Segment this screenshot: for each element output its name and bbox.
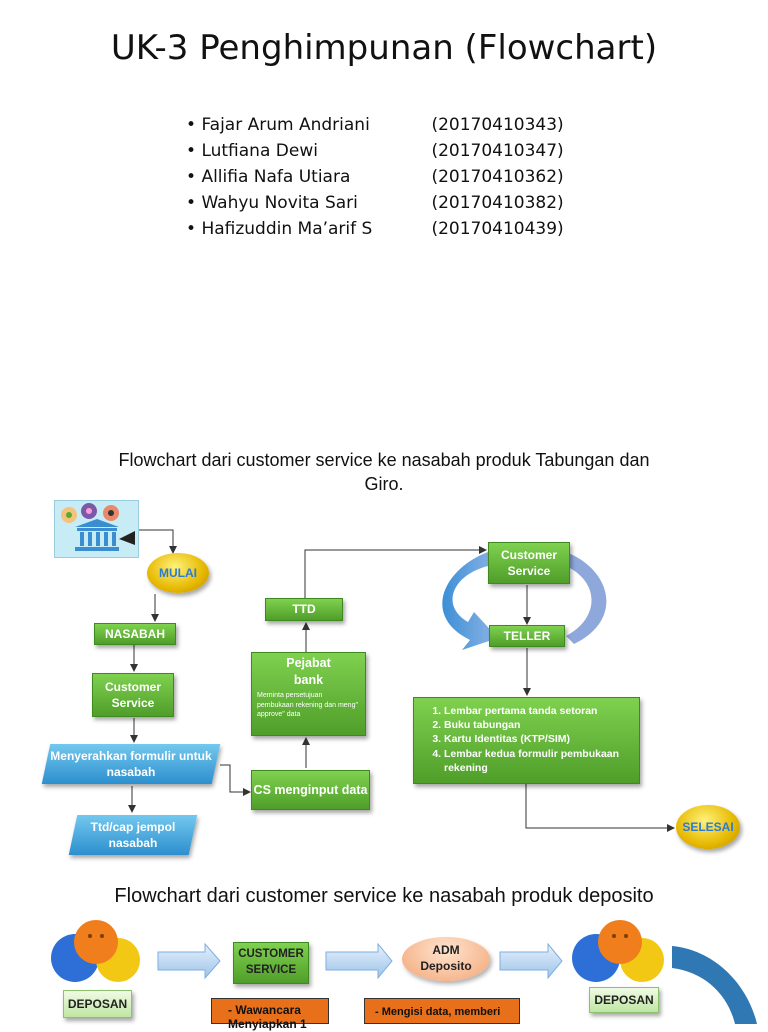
ttd-cap-label: Ttd/cap jempol nasabah [90, 819, 176, 850]
member-id: (20170410347) [431, 141, 564, 161]
nasabah-box: NASABAH [94, 623, 176, 645]
ttd-label: TTD [292, 602, 316, 617]
member-row: • Hafizuddin Ma’arif S(20170410439) [186, 219, 564, 239]
customer-service-box-left: Customer Service [92, 673, 174, 717]
deposan-box-right: DEPOSAN [589, 987, 659, 1013]
customer-service-box-right: Customer Service [488, 542, 570, 584]
nasabah-label: NASABAH [105, 626, 165, 641]
customer-service-label: Customer Service [104, 679, 161, 710]
document-item: Lembar kedua formulir pembukaan rekening [444, 747, 631, 775]
cs-menginput-label: CS menginput data [253, 782, 368, 797]
note-callout-adm: - Mengisi data, memberi [364, 998, 520, 1024]
menyerahkan-formulir-io: Menyerahkan formulir untuk nasabah [41, 744, 221, 784]
documents-list: Lembar pertama tanda setoran Buku tabung… [422, 704, 631, 775]
member-id: (20170410343) [431, 115, 564, 135]
selesai-label: SELESAI [682, 820, 734, 834]
customer-service-2-label: CUSTOMER SERVICE [238, 948, 304, 976]
document-item: Buku tabungan [444, 718, 631, 732]
note-adm-text: - Mengisi data, memberi [375, 1006, 501, 1018]
mulai-label: MULAI [159, 566, 197, 580]
cs-menginput-box: CS menginput data [251, 770, 370, 810]
page-title: UK-3 Penghimpunan (Flowchart) [110, 28, 658, 68]
member-name: Allifia Nafa Utiara [201, 167, 351, 187]
curved-arrow [672, 946, 757, 1024]
pejabat-note: Meminta persetujuan pembukaan rekening d… [257, 691, 358, 719]
note-cs-text: - Wawancara Menyiapkan 1 [228, 1003, 307, 1032]
block-arrow-2 [325, 942, 393, 980]
cycle-arrow-right [566, 552, 607, 644]
pejabat-bank-box: Pejabat bank Meminta persetujuan pembuka… [251, 652, 366, 736]
member-name: Wahyu Novita Sari [201, 193, 358, 213]
bank-icon [54, 500, 139, 558]
customer-service-right-label: Customer Service [500, 547, 557, 578]
block-arrow-1 [157, 942, 221, 980]
pejabat-title: Pejabat bank [286, 656, 331, 687]
flowchart-2-title: Flowchart dari customer service ke nasab… [114, 885, 654, 907]
adm-deposito-label: ADM Deposito [420, 943, 472, 973]
cycle-arrow-left [442, 552, 498, 650]
adm-deposito-oval: ADM Deposito [402, 937, 490, 981]
documents-box: Lembar pertama tanda setoran Buku tabung… [413, 697, 640, 784]
member-id: (20170410382) [431, 193, 564, 213]
ttd-box: TTD [265, 598, 343, 621]
people-icon-right [572, 920, 664, 982]
member-name: Lutfiana Dewi [201, 141, 318, 161]
document-item: Lembar pertama tanda setoran [444, 704, 631, 718]
member-id: (20170410362) [431, 167, 564, 187]
member-row: • Fajar Arum Andriani(20170410343) [186, 115, 564, 135]
member-row: • Wahyu Novita Sari(20170410382) [186, 193, 564, 213]
deposan-right-label: DEPOSAN [594, 992, 654, 1007]
flowchart-1-title: Flowchart dari customer service ke nasab… [118, 450, 650, 494]
member-id: (20170410439) [431, 219, 564, 239]
note-callout-cs: - Wawancara Menyiapkan 1 [211, 998, 329, 1031]
deposan-left-label: DEPOSAN [67, 996, 128, 1011]
people-icon-left [51, 920, 140, 982]
customer-service-box-2: CUSTOMER SERVICE [233, 942, 309, 984]
teller-box: TELLER [489, 625, 565, 647]
member-row: • Lutfiana Dewi(20170410347) [186, 141, 564, 161]
member-row: • Allifia Nafa Utiara(20170410362) [186, 167, 564, 187]
document-item: Kartu Identitas (KTP/SIM) [444, 732, 631, 746]
member-name: Fajar Arum Andriani [201, 115, 370, 135]
menyerahkan-label: Menyerahkan formulir untuk nasabah [50, 748, 212, 779]
ttd-cap-jempol-io: Ttd/cap jempol nasabah [68, 815, 198, 855]
teller-label: TELLER [503, 628, 551, 643]
deposan-box-left: DEPOSAN [63, 990, 132, 1018]
member-name: Hafizuddin Ma’arif S [201, 219, 373, 239]
selesai-terminal: SELESAI [676, 805, 740, 849]
block-arrow-3 [499, 942, 563, 980]
mulai-terminal: MULAI [147, 553, 209, 593]
